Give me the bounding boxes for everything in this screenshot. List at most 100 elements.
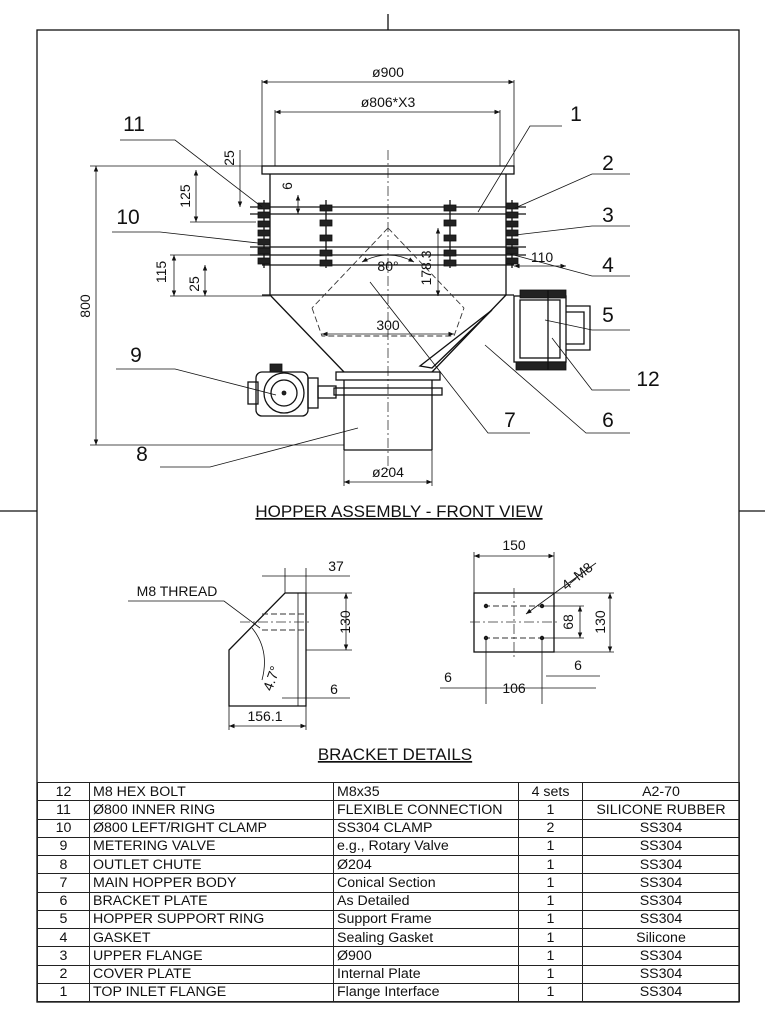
bom-part-name: UPPER FLANGE — [89, 946, 334, 966]
bom-specification: Support Frame — [333, 909, 519, 930]
leader-5 — [544, 319, 630, 331]
clamp-bolt-1 — [257, 200, 271, 268]
bom-material: SS304 — [582, 964, 740, 984]
bracket-side-outline — [228, 592, 307, 707]
bom-item-number: 8 — [37, 854, 90, 875]
dim-130a: 130 — [337, 610, 353, 634]
callout-9: 9 — [130, 344, 142, 367]
hidden-cone-left — [311, 227, 389, 309]
bom-quantity: 4 sets — [518, 781, 583, 802]
bom-part-name: Ø800 INNER RING — [89, 800, 334, 820]
leader-7 — [369, 281, 530, 434]
bom-specification: e.g., Rotary Valve — [333, 836, 519, 857]
clamp-bolt-3 — [443, 200, 457, 268]
bom-material: SS304 — [582, 946, 740, 966]
dim-thread: M8 THREAD — [137, 583, 218, 599]
clamp-bolt-2 — [319, 200, 333, 268]
dim-6: 6 — [279, 182, 295, 190]
leader-6 — [484, 344, 630, 434]
bom-specification: Conical Section — [333, 873, 519, 893]
callout-2: 2 — [602, 152, 614, 175]
callout-10: 10 — [116, 206, 139, 229]
bom-material: Silicone — [582, 927, 740, 948]
bom-quantity: 1 — [518, 854, 583, 875]
dim-150: 150 — [502, 537, 526, 553]
leader-11 — [120, 139, 263, 208]
bom-material: SILICONE RUBBER — [582, 800, 740, 820]
bom-material: SS304 — [582, 836, 740, 857]
callout-4: 4 — [602, 254, 614, 277]
dim-106: 106 — [502, 680, 526, 696]
bom-specification: Ø900 — [333, 946, 519, 966]
bom-material: SS304 — [582, 909, 740, 930]
bom-quantity: 1 — [518, 927, 583, 948]
bracket-side-view: M8 THREAD 37 130 4.7° 6 156.1 — [128, 558, 353, 730]
callout-3: 3 — [602, 204, 614, 227]
bom-specification: FLEXIBLE CONNECTION — [333, 800, 519, 820]
leader-10 — [112, 231, 259, 244]
dim-130b: 130 — [592, 610, 608, 634]
callout-1: 1 — [570, 103, 582, 126]
bom-specification: M8x35 — [333, 781, 519, 802]
dim-6b: 6 — [444, 669, 452, 685]
bom-part-name: GASKET — [89, 927, 334, 948]
callout-11: 11 — [123, 113, 145, 136]
dim-holes: 4–M8 — [558, 559, 596, 593]
bom-part-name: Ø800 LEFT/RIGHT CLAMP — [89, 818, 334, 838]
dim-37: 37 — [328, 558, 344, 574]
bom-quantity: 1 — [518, 800, 583, 820]
callout-6: 6 — [602, 409, 614, 432]
bom-item-number: 6 — [37, 891, 90, 911]
bom-specification: Internal Plate — [333, 964, 519, 984]
bom-part-name: METERING VALVE — [89, 836, 334, 857]
dim-900: ø900 — [372, 64, 404, 80]
bom-part-name: COVER PLATE — [89, 964, 334, 984]
dim-angle-47: 4.7° — [259, 664, 283, 693]
dim-178: 178.3 — [418, 250, 434, 285]
callout-8: 8 — [136, 443, 148, 466]
bom-specification: Ø204 — [333, 854, 519, 875]
dim-1561: 156.1 — [247, 708, 282, 724]
bom-item-number: 1 — [37, 982, 90, 1003]
bom-specification: Flange Interface — [333, 982, 519, 1003]
bom-material: SS304 — [582, 854, 740, 875]
bom-quantity: 1 — [518, 873, 583, 893]
dim-204: ø204 — [372, 464, 404, 480]
bom-material: A2-70 — [582, 781, 740, 802]
bom-quantity: 1 — [518, 982, 583, 1003]
bracket-details-title: BRACKET DETAILS — [318, 745, 472, 764]
bom-item-number: 4 — [37, 927, 90, 948]
dim-6c: 6 — [574, 657, 582, 673]
hopper-body-right — [431, 294, 507, 373]
dim-25b: 25 — [186, 276, 202, 292]
bom-item-number: 5 — [37, 909, 90, 930]
hopper-support-bracket — [513, 289, 591, 371]
dim-115: 115 — [153, 261, 169, 284]
bom-part-name: TOP INLET FLANGE — [89, 982, 334, 1003]
bom-part-name: OUTLET CHUTE — [89, 854, 334, 875]
leader-thread — [128, 600, 261, 629]
bom-quantity: 1 — [518, 946, 583, 966]
bom-part-name: M8 HEX BOLT — [89, 781, 334, 802]
hopper-front-view: ø900 ø806*X3 800 125 25 6 115 25 178.3 8… — [77, 64, 660, 521]
dim-68: 68 — [560, 614, 576, 630]
hopper-body-left — [269, 294, 345, 373]
leader-holes — [525, 562, 597, 615]
dim-806: ø806*X3 — [361, 94, 416, 110]
callout-12: 12 — [636, 368, 659, 391]
leader-3 — [514, 225, 630, 236]
top-inlet-flange — [261, 165, 515, 175]
bom-material: SS304 — [582, 982, 740, 1003]
bom-item-number: 12 — [37, 781, 90, 802]
bom-quantity: 2 — [518, 818, 583, 838]
callout-7: 7 — [504, 409, 516, 432]
